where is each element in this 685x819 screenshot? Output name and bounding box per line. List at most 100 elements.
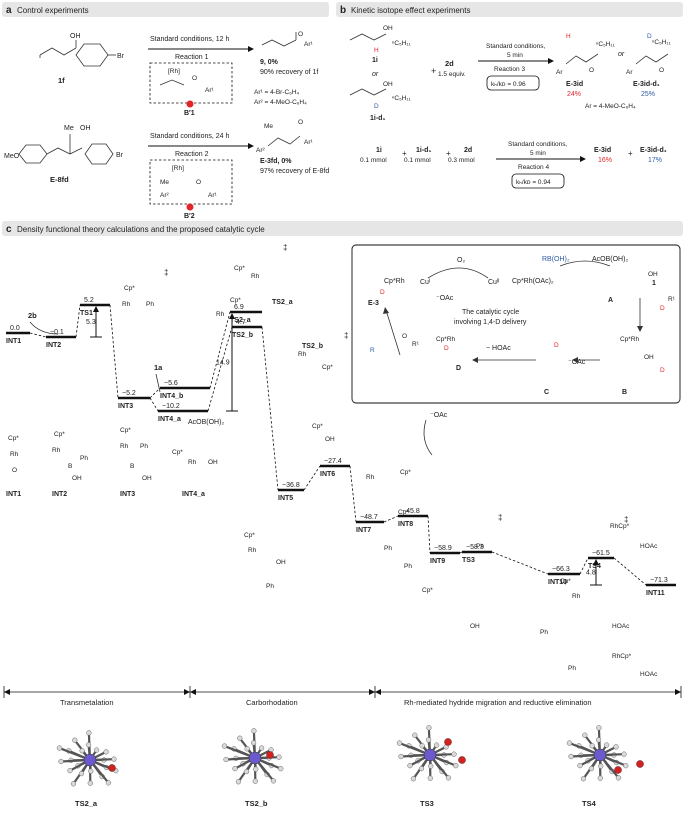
svg-text:O: O: [298, 119, 303, 126]
energy-connector: [383, 515, 399, 523]
svg-text:Cp*: Cp*: [234, 265, 245, 272]
panel-a-letter: a: [6, 5, 12, 16]
r1-int: B′1: [184, 110, 195, 117]
svg-text:Reaction 3: Reaction 3: [494, 66, 525, 73]
svg-text:Ar: Ar: [626, 69, 633, 76]
svg-text:OH: OH: [648, 271, 658, 278]
r2-product: E-3fd, 0%: [260, 158, 292, 165]
rh-atom: [83, 753, 97, 767]
geometries: [56, 725, 644, 787]
svg-text:1i-d₁: 1i-d₁: [416, 147, 431, 154]
svg-text:Cp*: Cp*: [120, 427, 131, 434]
energy-label: TS3: [462, 557, 475, 564]
energy-connector: [149, 397, 159, 412]
energy-value: −45.8: [402, 508, 420, 515]
substrate-1f-label: 1f: [58, 76, 65, 85]
svg-text:Ar: Ar: [556, 69, 563, 76]
svg-text:Cp*: Cp*: [560, 578, 571, 585]
energy-label: INT9: [430, 558, 445, 565]
product-e3fd: Me O Ar² Ar¹: [256, 119, 314, 154]
substrate-1f: OH Br 1f: [39, 33, 125, 85]
svg-text:OH: OH: [470, 623, 480, 630]
energy-label: INT5: [278, 495, 293, 502]
ar2-def: Ar² = 4-MeO-C₆H₄: [254, 99, 307, 106]
svg-text:or: or: [372, 71, 379, 78]
red-marker: [186, 100, 194, 108]
reagent-2b: 2b: [28, 311, 37, 320]
svg-text:Ph: Ph: [540, 629, 548, 636]
energy-connector: [303, 465, 321, 491]
svg-text:⁻OAc: ⁻OAc: [568, 359, 586, 366]
energy-connector: [207, 326, 233, 412]
energy-label: INT7: [356, 527, 371, 534]
svg-text:The catalytic cycle: The catalytic cycle: [462, 309, 519, 316]
svg-text:or: or: [618, 51, 625, 58]
energy-connector: [149, 387, 161, 399]
phase-transmetalation: Transmetalation: [60, 698, 114, 707]
product-3id-d1: D ⁿC₅H₁₁ O Ar E-3id-d₁ 25%: [626, 33, 672, 98]
svg-text:H: H: [566, 33, 571, 40]
svg-text:‡: ‡: [344, 331, 348, 340]
svg-text:INT3: INT3: [120, 491, 135, 498]
svg-text:1i-d₁: 1i-d₁: [370, 115, 385, 122]
energy-value: −58.9: [434, 545, 452, 552]
svg-text:Ph: Ph: [80, 455, 88, 462]
energy-value: −10.2: [162, 403, 180, 410]
panel-b-header: [336, 2, 683, 17]
svg-text:Cp*: Cp*: [54, 431, 65, 438]
substrate-1i: OH H ⁿC₅H₁₁ 1i or OH D ⁿC₅H₁₁ 1i-d₁: [349, 25, 412, 122]
r2-conditions: Standard conditions, 24 h: [150, 133, 229, 140]
svg-text:Rh: Rh: [251, 273, 260, 280]
catalytic-cycle: O₂ Cuᴵ Cuᴵᴵ Cp*Rh ⁻OAc Cp*Rh(OAc)₂ RB(OH…: [351, 244, 681, 404]
svg-text:Rh: Rh: [188, 459, 197, 466]
svg-text:R¹: R¹: [668, 296, 676, 303]
svg-text:‡: ‡: [164, 268, 168, 277]
svg-text:D: D: [660, 367, 665, 374]
energy-connector: [613, 557, 647, 586]
svg-text:Rh: Rh: [120, 443, 129, 450]
svg-text:Br: Br: [116, 152, 124, 159]
panel-a: a Control experiments OH Br 1f Standard …: [2, 2, 329, 220]
energy-label: TS2_b: [232, 332, 253, 339]
svg-text:Cuᴵᴵ: Cuᴵᴵ: [488, 279, 499, 286]
svg-text:Cp*Rh: Cp*Rh: [620, 336, 640, 343]
r2-name: Reaction 2: [175, 151, 209, 158]
svg-text:R¹: R¹: [412, 341, 420, 348]
svg-text:Cp*: Cp*: [422, 587, 433, 594]
geometry-ts3: [396, 725, 466, 782]
geom-label-ts3: TS3: [420, 799, 434, 808]
panel-b-title: Kinetic isotope effect experiments: [351, 6, 470, 15]
kie2-value: kₕ/kᴅ = 0.94: [516, 179, 551, 186]
svg-text:OH: OH: [644, 354, 654, 361]
svg-text:Ar = 4-MeO-C₆H₄: Ar = 4-MeO-C₆H₄: [585, 103, 636, 110]
svg-text:OH: OH: [383, 81, 393, 88]
energy-value: −36.8: [282, 482, 300, 489]
energy-connector: [261, 326, 279, 491]
energy-value: −61.5: [592, 550, 610, 557]
energy-connector: [491, 551, 549, 575]
energy-label: INT6: [320, 471, 335, 478]
rh-atom: [248, 751, 262, 765]
svg-text:Me: Me: [160, 179, 169, 186]
svg-text:Ar²: Ar²: [160, 192, 170, 199]
svg-text:D: D: [554, 342, 559, 349]
energy-label: INT11: [646, 590, 665, 597]
svg-text:Cp*Rh(OAc)₂: Cp*Rh(OAc)₂: [512, 278, 554, 285]
svg-text:Ph: Ph: [404, 563, 412, 570]
barrier-value: 5.3: [86, 319, 96, 326]
byproduct-acob: AcOB(OH)₂: [188, 419, 224, 426]
svg-text:INT1: INT1: [6, 491, 21, 498]
svg-text:1i: 1i: [372, 57, 378, 64]
svg-text:Cp*: Cp*: [322, 364, 333, 371]
energy-connector: [349, 465, 357, 523]
barrier-value: 4.8: [586, 570, 596, 577]
substrate-e8fd: MeO Me OH Br E-8fd: [4, 125, 124, 184]
o-atom: [444, 738, 452, 746]
svg-text:Cp*: Cp*: [230, 297, 241, 304]
panel-c-header: [2, 221, 683, 236]
oh-label: OH: [70, 33, 81, 40]
svg-text:5 min: 5 min: [507, 52, 523, 59]
svg-text:MeO: MeO: [4, 153, 20, 160]
